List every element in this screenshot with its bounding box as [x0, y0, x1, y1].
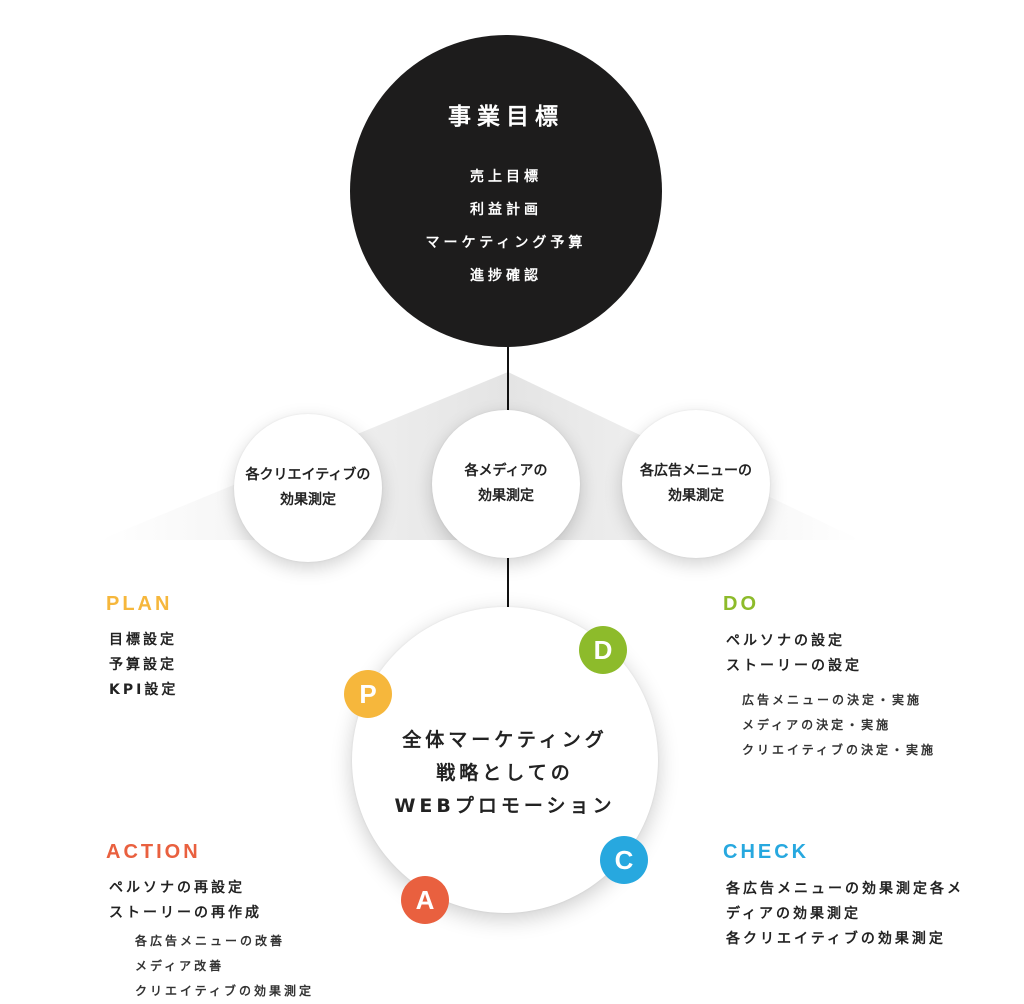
connector-goal-to-measure [507, 345, 509, 430]
business-goal-circle: 事業目標 売上目標 利益計画 マーケティング予算 進捗確認 [350, 35, 662, 347]
check-badge: C [600, 836, 648, 884]
plan-item: 目標設定 [109, 632, 177, 648]
goal-item: マーケティング予算 [425, 235, 587, 251]
measure-media-circle: 各メディアの 効果測定 [432, 410, 580, 558]
do-item: ペルソナの設定 [726, 633, 845, 649]
do-badge: D [579, 626, 627, 674]
do-sub-item: メディアの決定・実施 [742, 718, 892, 732]
action-sub-item: 各広告メニューの改善 [135, 934, 286, 948]
do-sub-item: クリエイティブの決定・実施 [742, 743, 937, 757]
measure-creative-circle: 各クリエイティブの 効果測定 [234, 414, 382, 562]
goal-list: 売上目標 利益計画 マーケティング予算 進捗確認 [350, 161, 662, 293]
measure-media-label: 各メディアの 効果測定 [464, 463, 548, 504]
action-item: ペルソナの再設定 [109, 880, 245, 896]
plan-item: KPI設定 [109, 682, 179, 698]
do-list: ペルソナの設定 ストーリーの設定 [726, 629, 862, 679]
plan-badge: P [344, 670, 392, 718]
goal-item: 売上目標 [470, 169, 542, 185]
check-title: CHECK [723, 841, 810, 863]
goal-item: 利益計画 [470, 202, 542, 218]
action-list: ペルソナの再設定 ストーリーの再作成 [109, 876, 262, 926]
goal-title: 事業目標 [448, 104, 564, 130]
check-list: 各広告メニューの効果測定各メ ディアの効果測定 各クリエイティブの効果測定 [726, 877, 964, 952]
action-sub-item: メディア改善 [135, 959, 225, 973]
action-sub-list: 各広告メニューの改善 メディア改善 クリエイティブの効果測定 [135, 929, 314, 1004]
action-sub-item: クリエイティブの効果測定 [135, 984, 315, 998]
measure-ad-menu-circle: 各広告メニューの 効果測定 [622, 410, 770, 558]
do-sub-list: 広告メニューの決定・実施 メディアの決定・実施 クリエイティブの決定・実施 [742, 688, 936, 763]
measure-ad-menu-label: 各広告メニューの 効果測定 [640, 463, 752, 504]
do-title: DO [723, 593, 759, 615]
center-label: 全体マーケティング 戦略としての WEBプロモーション [394, 729, 616, 817]
action-title: ACTION [106, 841, 201, 863]
do-item: ストーリーの設定 [726, 658, 862, 674]
action-item: ストーリーの再作成 [109, 905, 262, 921]
check-item: ディアの効果測定 [726, 906, 862, 922]
do-sub-item: 広告メニューの決定・実施 [742, 693, 923, 707]
plan-list: 目標設定 予算設定 KPI設定 [109, 628, 178, 703]
action-badge: A [401, 876, 449, 924]
plan-item: 予算設定 [109, 657, 177, 673]
connector-measure-to-center [507, 555, 509, 610]
check-item: 各クリエイティブの効果測定 [726, 931, 946, 947]
check-item: 各広告メニューの効果測定各メ [726, 881, 964, 897]
goal-item: 進捗確認 [470, 268, 542, 284]
plan-title: PLAN [106, 593, 173, 615]
measure-creative-label: 各クリエイティブの 効果測定 [245, 467, 371, 508]
